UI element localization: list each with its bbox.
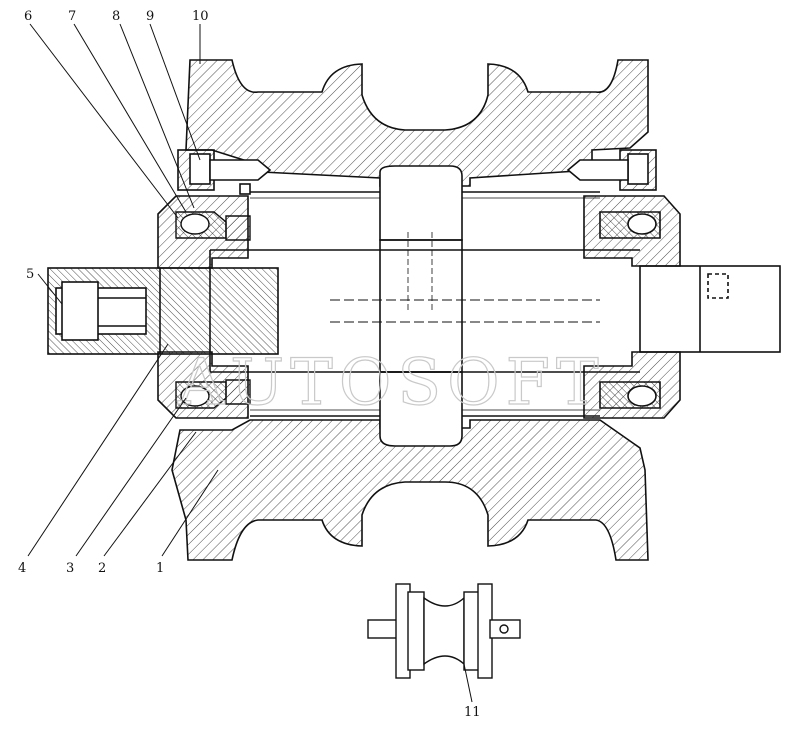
callout-labels: 1 2 3 4 5 6 7 8 9 10 11 (18, 9, 481, 720)
callout-1: 1 (156, 561, 164, 576)
callout-5: 5 (26, 267, 34, 282)
leader-lines (27, 23, 473, 703)
roller-body (171, 59, 649, 561)
watermark: AUTOSOFT (177, 346, 605, 420)
left-bearing-seal (175, 211, 251, 409)
callout-9: 9 (146, 9, 154, 24)
callout-2: 2 (98, 561, 106, 576)
callout-3: 3 (66, 561, 74, 576)
callout-11: 11 (464, 705, 481, 720)
axle-shaft (47, 249, 781, 373)
callout-7: 7 (68, 9, 76, 24)
right-end-cap (566, 149, 681, 419)
callout-6: 6 (24, 9, 32, 24)
callout-10: 10 (192, 9, 209, 24)
callout-4: 4 (18, 561, 26, 576)
roller-thumbnail (367, 583, 521, 679)
callout-8: 8 (112, 9, 120, 24)
